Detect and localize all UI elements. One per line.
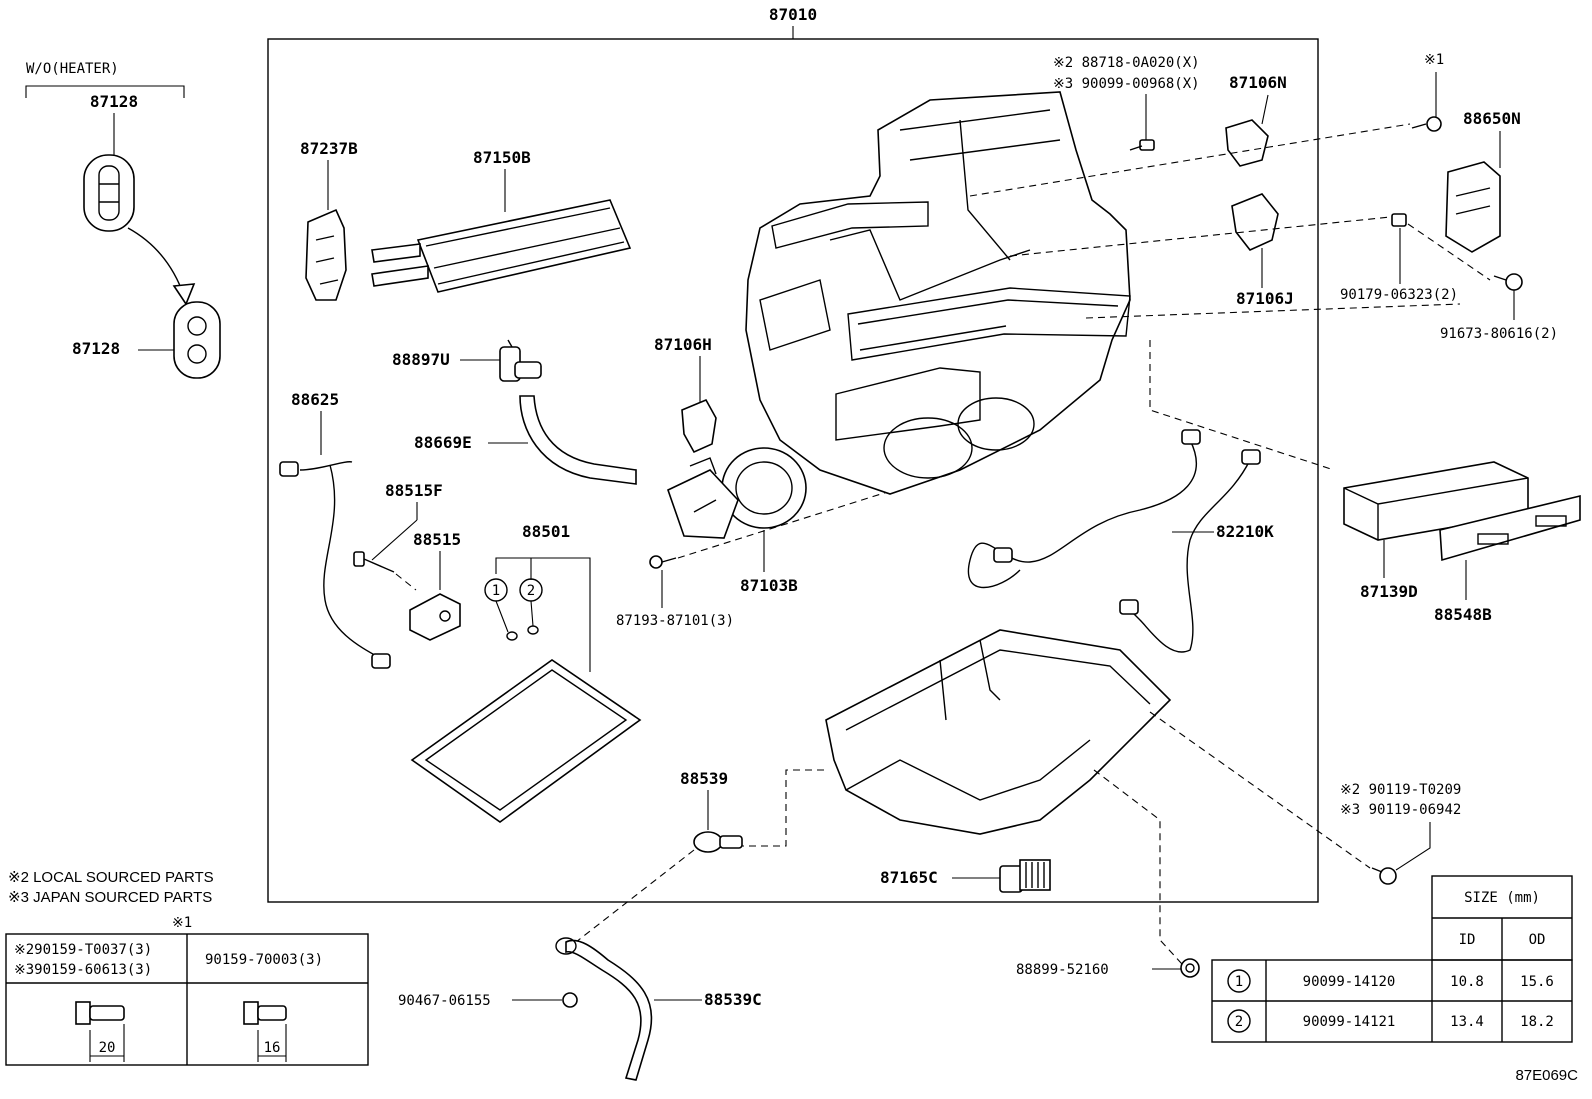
part-88539C: 88539C <box>704 990 762 1009</box>
size-col-od: OD <box>1529 932 1546 948</box>
screw-side-icon <box>1371 867 1397 885</box>
part-87165C: 87165C <box>880 868 938 887</box>
resistor-87165C-icon <box>999 859 1051 893</box>
o-ring-1-icon <box>506 631 518 641</box>
mark-1: ※1 <box>1424 52 1444 68</box>
svg-text:2: 2 <box>527 583 535 599</box>
side-screw-ref-japan: ※3 90119-06942 <box>1340 802 1461 818</box>
part-88548B: 88548B <box>1434 605 1492 624</box>
size-table <box>1211 875 1573 1043</box>
expansion-valve-icon <box>409 593 461 641</box>
part-87193-87101: 87193-87101(3) <box>616 613 734 629</box>
size-row-2-part: 90099-14121 <box>1303 1014 1396 1030</box>
part-87150B: 87150B <box>473 148 531 167</box>
sensor-wire-88625-icon <box>299 461 381 659</box>
part-88669E: 88669E <box>414 433 472 452</box>
bracket-87237B-icon <box>305 208 347 301</box>
part-90179-06323: 90179-06323(2) <box>1340 287 1458 303</box>
evaporator-icon <box>410 659 642 823</box>
amplifier-88650N-icon <box>1445 161 1501 253</box>
bolt-col1-line2: ※390159-60613(3) <box>14 962 152 978</box>
bolt-20-icon <box>75 1001 125 1062</box>
size-row-2-ref-circle <box>1227 1009 1251 1033</box>
part-87128-upper: 87128 <box>90 92 138 111</box>
grommet-small-icon <box>173 301 221 379</box>
servo-87106H-icon <box>681 398 717 454</box>
part-87139D: 87139D <box>1360 582 1418 601</box>
o-ring-2-icon <box>527 625 539 635</box>
bolt-dim-20: 20 <box>99 1040 116 1056</box>
grommet-icon <box>83 154 135 232</box>
part-87106J: 87106J <box>1236 289 1294 308</box>
part-87103B: 87103B <box>740 576 798 595</box>
part-91673-80616: 91673-80616(2) <box>1440 326 1558 342</box>
size-row-1-od: 15.6 <box>1520 974 1554 990</box>
part-88899-52160: 88899-52160 <box>1016 962 1109 978</box>
screw-ref-local: ※2 88718-0A020(X) <box>1053 55 1200 71</box>
wire-harness-82210K-icon <box>967 439 1251 653</box>
blower-motor-icon <box>667 447 807 539</box>
part-88625: 88625 <box>291 390 339 409</box>
part-88897U: 88897U <box>392 350 450 369</box>
without-heater-label: W/O(HEATER) <box>26 61 119 77</box>
side-screw-ref-local: ※2 90119-T0209 <box>1340 782 1461 798</box>
part-87106H: 87106H <box>654 335 712 354</box>
lower-case-icon <box>825 629 1172 835</box>
part-88515F: 88515F <box>385 481 443 500</box>
size-table-title: SIZE (mm) <box>1464 890 1540 906</box>
part-87237B: 87237B <box>300 139 358 158</box>
pipe-88539C-icon <box>555 937 653 1081</box>
size-row-1-id: 10.8 <box>1450 974 1484 990</box>
assembly-number: 87010 <box>769 5 817 24</box>
part-87128-lower: 87128 <box>72 339 120 358</box>
sensor-88539-icon <box>693 831 743 853</box>
hvac-housing-icon <box>745 91 1131 495</box>
screw-ref-japan: ※3 90099-00968(X) <box>1053 76 1200 92</box>
bolt-88515F-icon <box>353 551 395 573</box>
svg-text:1: 1 <box>492 583 500 599</box>
size-row-2-id: 13.4 <box>1450 1014 1484 1030</box>
screw-top-icon <box>1129 139 1155 151</box>
part-88539: 88539 <box>680 769 728 788</box>
size-row-2-ref: 2 <box>1235 1014 1243 1030</box>
part-82210K: 82210K <box>1216 522 1274 541</box>
part-88515: 88515 <box>413 530 461 549</box>
note-japan-sourced: ※3 JAPAN SOURCED PARTS <box>8 889 212 906</box>
nut-88899-icon <box>1180 958 1200 978</box>
screw-mark1-icon <box>1411 116 1442 132</box>
valve-88897U-icon <box>499 339 542 382</box>
part-87106N: 87106N <box>1229 73 1287 92</box>
bolt-table-mark: ※1 <box>172 915 192 931</box>
bolt-col1-line1: ※290159-T0037(3) <box>14 942 152 958</box>
size-row-1-part: 90099-14120 <box>1303 974 1396 990</box>
bolt-dim-16: 16 <box>264 1040 281 1056</box>
clip-90179-icon <box>1391 213 1407 227</box>
size-row-1-ref-circle <box>1227 969 1251 993</box>
servo-87106J-icon <box>1231 193 1279 251</box>
bolt-table <box>5 933 369 1066</box>
note-local-sourced: ※2 LOCAL SOURCED PARTS <box>8 869 214 886</box>
screw-87193-icon <box>649 555 677 569</box>
part-88501: 88501 <box>522 522 570 541</box>
part-90467-06155: 90467-06155 <box>398 993 491 1009</box>
size-row-2-od: 18.2 <box>1520 1014 1554 1030</box>
screw-91673-icon <box>1493 273 1523 291</box>
size-col-id: ID <box>1459 932 1476 948</box>
diagram-code: 87E069C <box>1515 1067 1578 1084</box>
clip-90467-icon <box>562 992 578 1008</box>
bolt-16-icon <box>243 1001 287 1062</box>
size-row-1-ref: 1 <box>1235 974 1243 990</box>
bolt-col2: 90159-70003(3) <box>205 952 323 968</box>
servo-87106N-icon <box>1225 119 1269 167</box>
heater-core-icon <box>371 199 632 293</box>
filter-cover-icon <box>1439 494 1581 562</box>
hose-88669E-icon <box>519 395 637 485</box>
part-88650N: 88650N <box>1463 109 1521 128</box>
